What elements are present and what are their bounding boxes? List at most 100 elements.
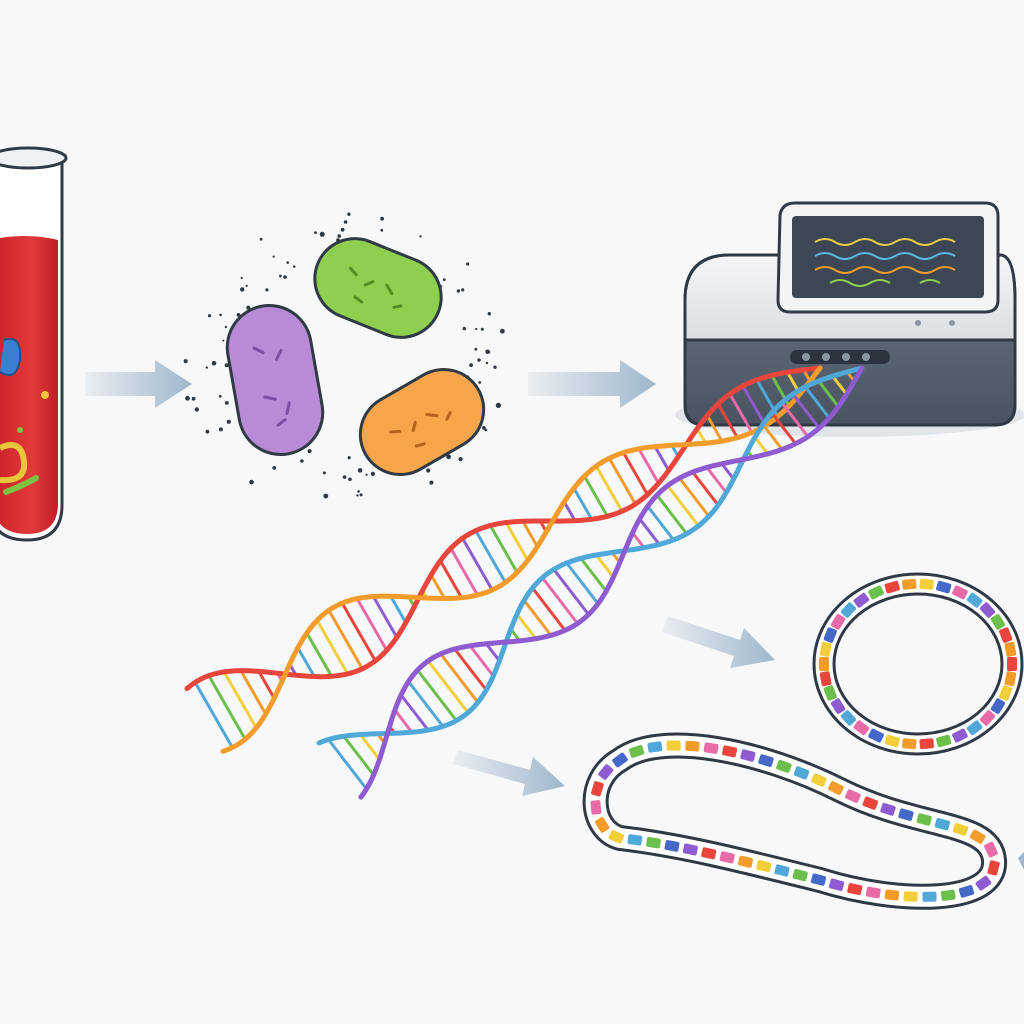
speckle-dot bbox=[292, 265, 296, 268]
gene-block bbox=[811, 773, 827, 787]
speckle-dot bbox=[319, 231, 325, 237]
speckle-dot bbox=[475, 327, 478, 331]
base-pair-rung bbox=[257, 670, 276, 699]
gene-block bbox=[1007, 657, 1017, 671]
gene-block bbox=[828, 781, 844, 795]
arrow-3 bbox=[662, 616, 775, 668]
circular-genome bbox=[812, 572, 1024, 756]
dna-strand bbox=[184, 365, 823, 692]
base-pair-rung bbox=[716, 403, 739, 439]
base-pair-rung bbox=[594, 465, 624, 512]
speckle-dot bbox=[207, 314, 212, 318]
dna-strand bbox=[316, 365, 865, 746]
speckle-dot bbox=[461, 288, 465, 292]
blood-sample-tube bbox=[0, 146, 68, 542]
gene-block bbox=[868, 585, 884, 600]
base-pair-rung bbox=[393, 709, 414, 734]
gene-block bbox=[966, 592, 983, 608]
gene-block bbox=[865, 886, 881, 899]
speckle-dot bbox=[474, 347, 478, 351]
speckle-dot bbox=[219, 313, 222, 317]
bacterium-purple bbox=[225, 304, 325, 456]
base-pair-rung bbox=[485, 642, 501, 662]
speckle-dot bbox=[462, 326, 466, 331]
base-pair-rung bbox=[720, 462, 735, 480]
dna-double-helix bbox=[184, 365, 865, 800]
speckle-dot bbox=[245, 284, 248, 287]
gene-block bbox=[952, 728, 968, 743]
gene-block bbox=[990, 698, 1006, 714]
microbe-blue bbox=[0, 338, 22, 376]
base-pair-rung bbox=[583, 475, 609, 518]
gene-block bbox=[847, 883, 863, 896]
base-pair-rung bbox=[637, 448, 660, 485]
gene-block bbox=[979, 710, 996, 726]
speckle-dot bbox=[466, 262, 470, 266]
base-pair-rung bbox=[705, 414, 724, 442]
base-pair-rung bbox=[416, 669, 458, 722]
speckle-dot bbox=[356, 494, 359, 497]
gene-block bbox=[862, 796, 879, 810]
gene-block bbox=[936, 734, 952, 748]
speckle-dot bbox=[337, 234, 342, 238]
gene-block bbox=[936, 580, 952, 594]
gene-block bbox=[819, 657, 829, 671]
gene-block bbox=[774, 864, 790, 877]
speckle-dot bbox=[482, 426, 486, 430]
base-pair-rung bbox=[572, 487, 594, 521]
speckle-dot bbox=[183, 359, 188, 364]
base-pair-rung bbox=[595, 554, 615, 579]
base-pair-rung bbox=[488, 524, 519, 574]
base-pair-rung bbox=[239, 669, 268, 715]
base-pair-rung bbox=[461, 537, 494, 591]
base-pair-rung bbox=[522, 599, 553, 637]
gene-block bbox=[682, 843, 698, 856]
base-pair-rung bbox=[315, 619, 350, 675]
speckle-dot bbox=[279, 274, 282, 278]
gene-block bbox=[756, 860, 772, 873]
base-pair-rung bbox=[695, 427, 707, 444]
gene-block bbox=[1004, 641, 1017, 657]
speckle-dot bbox=[307, 449, 312, 454]
base-pair-rung bbox=[607, 457, 637, 505]
speckle-dot bbox=[357, 490, 360, 493]
gene-block bbox=[590, 800, 602, 815]
speckle-dot bbox=[342, 475, 347, 479]
gene-block bbox=[819, 641, 832, 657]
speckle-dot bbox=[357, 468, 363, 473]
base-pair-rung bbox=[342, 735, 375, 776]
base-pair-rung bbox=[653, 445, 671, 472]
gene-block bbox=[646, 836, 661, 849]
base-pair-rung bbox=[666, 484, 700, 527]
bacterium-orange bbox=[358, 368, 486, 476]
speckle-dot bbox=[347, 456, 351, 460]
gene-block bbox=[595, 817, 610, 833]
gene-block bbox=[919, 738, 934, 750]
gene-block bbox=[828, 878, 845, 891]
gene-block bbox=[853, 592, 870, 608]
base-pair-rung bbox=[407, 680, 445, 728]
gene-block bbox=[916, 813, 932, 826]
microbe-yellow bbox=[0, 442, 28, 484]
base-pair-rung bbox=[296, 647, 316, 678]
speckle-dot bbox=[500, 328, 505, 334]
dna-strand bbox=[220, 365, 823, 754]
speckle-dot bbox=[314, 231, 317, 235]
speckle-dot bbox=[222, 339, 225, 342]
base-pair-rung bbox=[780, 401, 810, 438]
speckle-dot bbox=[249, 479, 254, 485]
gene-block bbox=[810, 873, 827, 886]
gene-block bbox=[776, 759, 792, 773]
base-pair-rung bbox=[372, 595, 399, 639]
sequencer-screen bbox=[776, 201, 1000, 314]
base-pair-rung bbox=[468, 644, 495, 677]
speckle-dot bbox=[359, 493, 363, 497]
gene-block bbox=[952, 585, 968, 600]
gene-block bbox=[685, 740, 700, 752]
blood-fill bbox=[0, 236, 58, 534]
gene-block bbox=[884, 889, 900, 901]
gene-block bbox=[940, 889, 956, 901]
gene-block bbox=[792, 868, 808, 882]
speckle-dot bbox=[480, 327, 484, 331]
arrow-5 bbox=[1018, 852, 1024, 870]
